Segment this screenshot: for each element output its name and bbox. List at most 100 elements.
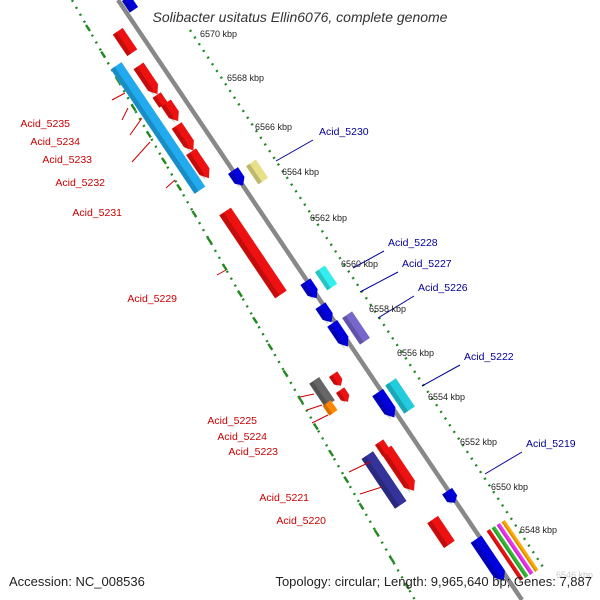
right-leader-line: [359, 271, 399, 293]
track-dash: [115, 77, 122, 85]
left-leader-line: [165, 179, 176, 189]
gene-acid5228: [314, 265, 338, 291]
left-leader-line: [216, 269, 227, 276]
kbp-tick-label: 6566 kbp: [255, 122, 292, 132]
gene-a-shape: [112, 27, 138, 57]
gene-top: [121, 0, 139, 13]
kbp-tick-label: 6564 kbp: [282, 167, 319, 177]
gene-l-shade: [228, 171, 241, 188]
kbp-tick-label: 6558 kbp: [369, 304, 406, 314]
gene-s-shape: [496, 522, 534, 576]
gene-top-shape: [121, 0, 139, 13]
left-leader-line: [306, 404, 323, 411]
gene-acid5220-shape: [380, 445, 415, 491]
gene-p: [442, 487, 458, 505]
gene-acid5230-shape: [245, 159, 269, 185]
left-gene-label: Acid_5235: [20, 118, 70, 130]
gene-o-shape: [372, 388, 396, 418]
track-dash: [206, 236, 213, 245]
gene-h: [328, 371, 343, 388]
gene-acid5223-shade: [322, 403, 333, 416]
gene-b: [133, 62, 159, 97]
gene-t-shade: [501, 521, 537, 572]
track-dash: [404, 582, 410, 590]
gene-acid5231-cyan: [110, 62, 206, 194]
gene-n-shade: [315, 306, 329, 325]
gene-acid5227-shade: [327, 324, 345, 349]
gene-acid5226-shape: [342, 311, 370, 345]
gene-acid5221-shade: [361, 456, 400, 509]
gene-acid5227-shape: [327, 320, 349, 347]
kbp-tick-label: 6556 kbp: [397, 348, 434, 358]
gene-n-shape: [315, 302, 333, 323]
track-dash: [267, 343, 274, 351]
backbone-line: [116, 0, 524, 600]
gene-labels: Acid_5235Acid_5234Acid_5233Acid_5232Acid…: [20, 92, 576, 527]
gene-acid5221-shape: [361, 451, 407, 509]
left-gene-label: Acid_5220: [276, 515, 326, 527]
track-dash: [328, 449, 335, 457]
gene-acid5220: [380, 445, 415, 493]
gene-a: [112, 27, 138, 57]
gene-l: [227, 167, 245, 188]
left-gene-label: Acid_5229: [127, 293, 177, 305]
gene-b-shade: [133, 66, 155, 97]
gene-acid5230: [245, 159, 269, 185]
gene-acid5227: [327, 320, 349, 349]
gene-acid5229: [219, 207, 287, 299]
right-gene-label: Acid_5227: [402, 258, 452, 270]
gene-s-shade: [496, 524, 532, 575]
tick-tracks: [70, 0, 547, 600]
left-gene-label: Acid_5223: [228, 446, 278, 458]
gene-acid5230-shade: [246, 163, 262, 185]
right-leader-line: [377, 295, 415, 319]
left-leader-line: [129, 117, 143, 136]
gene-acid5225-shade: [309, 381, 329, 407]
track-dash: [191, 210, 198, 218]
left-leader-line: [121, 107, 129, 121]
gene-k: [427, 515, 455, 549]
gene-acid5219: [470, 535, 505, 583]
gene-acid5228-shade: [315, 269, 331, 291]
gene-acid5223-shape: [322, 400, 338, 416]
kbp-tick-label: 6554 kbp: [428, 392, 465, 402]
gene-acid5223: [322, 400, 338, 416]
left-gene-label: Acid_5231: [72, 207, 122, 219]
right-gene-label: Acid_5219: [526, 438, 576, 450]
map-title: Solibacter usitatus Ellin6076, complete …: [152, 9, 448, 25]
gene-b-shape: [133, 62, 159, 95]
track-dash: [252, 316, 259, 324]
right-leader-line: [352, 250, 385, 269]
track-dash: [221, 263, 228, 271]
gene-acid5231-cyan-shade: [110, 66, 199, 194]
left-gene-label: Acid_5224: [217, 431, 267, 443]
gene-acid5220-shade: [380, 450, 411, 493]
left-leader-line: [359, 486, 383, 495]
kbp-tick-label: 6568 kbp: [227, 73, 264, 83]
left-leader-line: [348, 461, 371, 473]
genome-summary-text: Topology: circular; Length: 9,965,640 bp…: [275, 574, 592, 589]
track-dash: [160, 157, 167, 165]
accession-text: Accession: NC_008536: [9, 574, 145, 589]
gene-g-shape: [152, 92, 168, 108]
outer-left-track: [70, 0, 417, 600]
left-gene-label: Acid_5225: [207, 415, 257, 427]
track-dash: [85, 24, 91, 32]
gene-k-shape: [427, 515, 455, 549]
gene-m-shade: [300, 282, 314, 301]
track-dash: [130, 104, 137, 112]
kbp-tick-label: 6560 kbp: [341, 259, 378, 269]
track-dash: [282, 369, 289, 378]
gene-g-shade: [152, 95, 163, 108]
gene-s: [496, 522, 534, 576]
left-gene-label: Acid_5221: [259, 492, 309, 504]
gene-d: [160, 99, 179, 124]
gene-acid5229-shade: [219, 212, 280, 299]
right-gene-label: Acid_5226: [418, 282, 468, 294]
gene-i: [335, 387, 350, 404]
left-leader-line: [131, 141, 151, 163]
gene-e-shape: [171, 122, 194, 151]
kbp-tick-label: 6550 kbp: [491, 482, 528, 492]
left-gene-label: Acid_5234: [30, 136, 80, 148]
gene-e-shade: [171, 126, 191, 153]
